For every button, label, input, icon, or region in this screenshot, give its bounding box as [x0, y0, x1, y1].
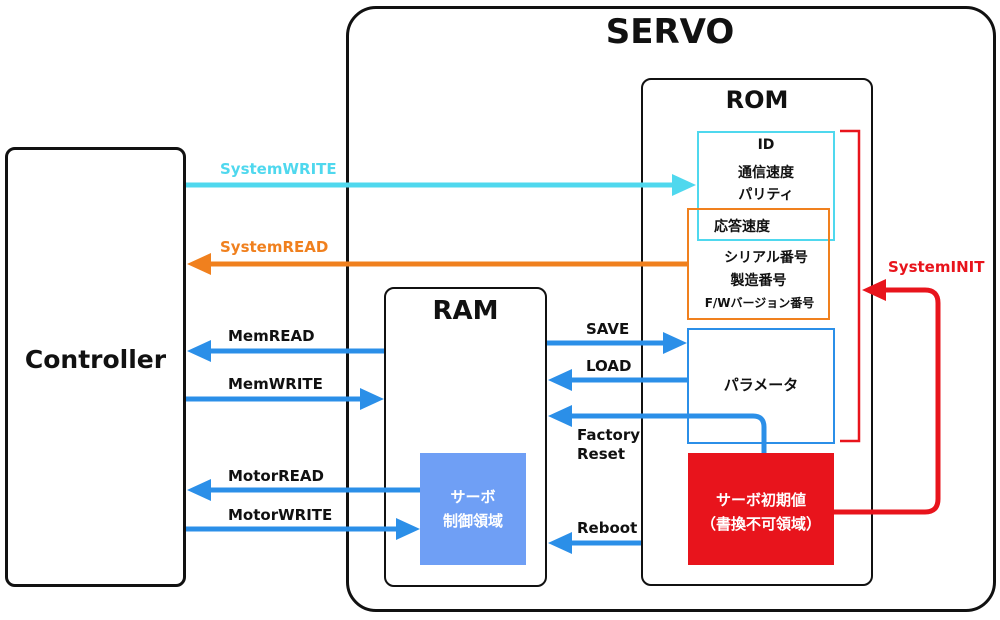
motor-read-arrowhead [187, 479, 211, 501]
servo-title: SERVO [605, 12, 735, 52]
baudrate-label: 通信速度 [738, 165, 794, 181]
manufacturing-number-label: 製造番号 [730, 273, 787, 289]
motor-read-label: MotorREAD [228, 467, 324, 485]
serial-number-label: シリアル番号 [724, 250, 808, 266]
rom-title: ROM [725, 86, 789, 114]
reboot-label: Reboot [577, 519, 638, 537]
parameter-label: パラメータ [723, 376, 799, 394]
id-label: ID [757, 137, 775, 153]
system-write-label: SystemWRITE [220, 160, 337, 178]
servo-initial-values [688, 453, 834, 565]
mem-read-arrowhead [187, 340, 211, 362]
servo-initial-label-2: （書換不可領域） [700, 515, 821, 533]
save-label: SAVE [586, 320, 630, 338]
system-init-label: SystemINIT [888, 258, 985, 276]
factory-reset-label-1: Factory [577, 426, 641, 444]
system-read-arrowhead [187, 253, 211, 275]
controller-title: Controller [24, 345, 167, 374]
parity-label: パリティ [738, 187, 794, 203]
servo-control-label-1: サーボ [450, 488, 496, 506]
system-info-box [687, 208, 830, 320]
load-label: LOAD [586, 357, 632, 375]
servo-initial-label-1: サーボ初期値 [715, 491, 806, 509]
response-speed-label: 応答速度 [714, 219, 770, 235]
servo-control-label-2: 制御領域 [442, 512, 503, 530]
mem-write-label: MemWRITE [228, 375, 323, 393]
factory-reset-label-2: Reset [577, 445, 625, 463]
servo-control-area [420, 453, 526, 565]
mem-read-label: MemREAD [228, 327, 315, 345]
ram-title: RAM [432, 296, 499, 326]
system-read-label: SystemREAD [220, 238, 329, 256]
controller-box [5, 147, 186, 587]
firmware-version-label: F/Wバージョン番号 [704, 296, 815, 310]
motor-write-label: MotorWRITE [228, 506, 333, 524]
system-settings-box [697, 131, 835, 241]
